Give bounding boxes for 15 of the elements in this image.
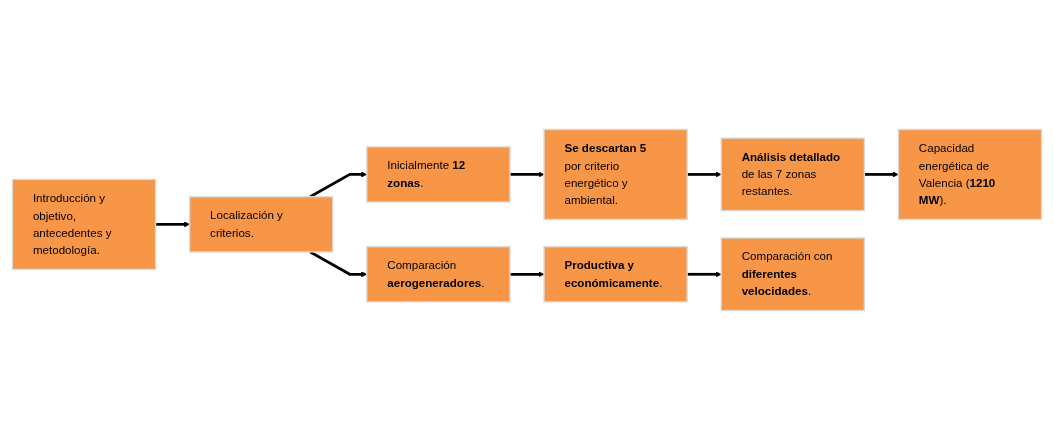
arrow: [864, 171, 899, 178]
node-box: Inicialmente 12 zonas.: [366, 146, 511, 204]
node-box: Comparación aerogeneradores.: [366, 246, 511, 304]
arrow: [509, 271, 545, 278]
node-box: Análisis detallado de las 7 zonas restantes.: [720, 137, 866, 212]
node-box: Productiva y económicamente.: [543, 246, 688, 304]
node-box: Comparación con diferentes velocidades.: [720, 237, 866, 312]
node-box: Se descartan 5 por criterio energético y ambiental.: [543, 129, 688, 221]
node-box: Capacidad energética de Valencia (1210 MW).: [897, 129, 1043, 221]
node-box: Localización y criterios.: [188, 196, 334, 254]
arrow: [687, 271, 722, 278]
node-box: Introducción y objetivo, antecedentes y metodología.: [11, 179, 157, 271]
arrow: [687, 171, 722, 178]
arrow: [509, 171, 545, 178]
arrow: [155, 221, 190, 228]
